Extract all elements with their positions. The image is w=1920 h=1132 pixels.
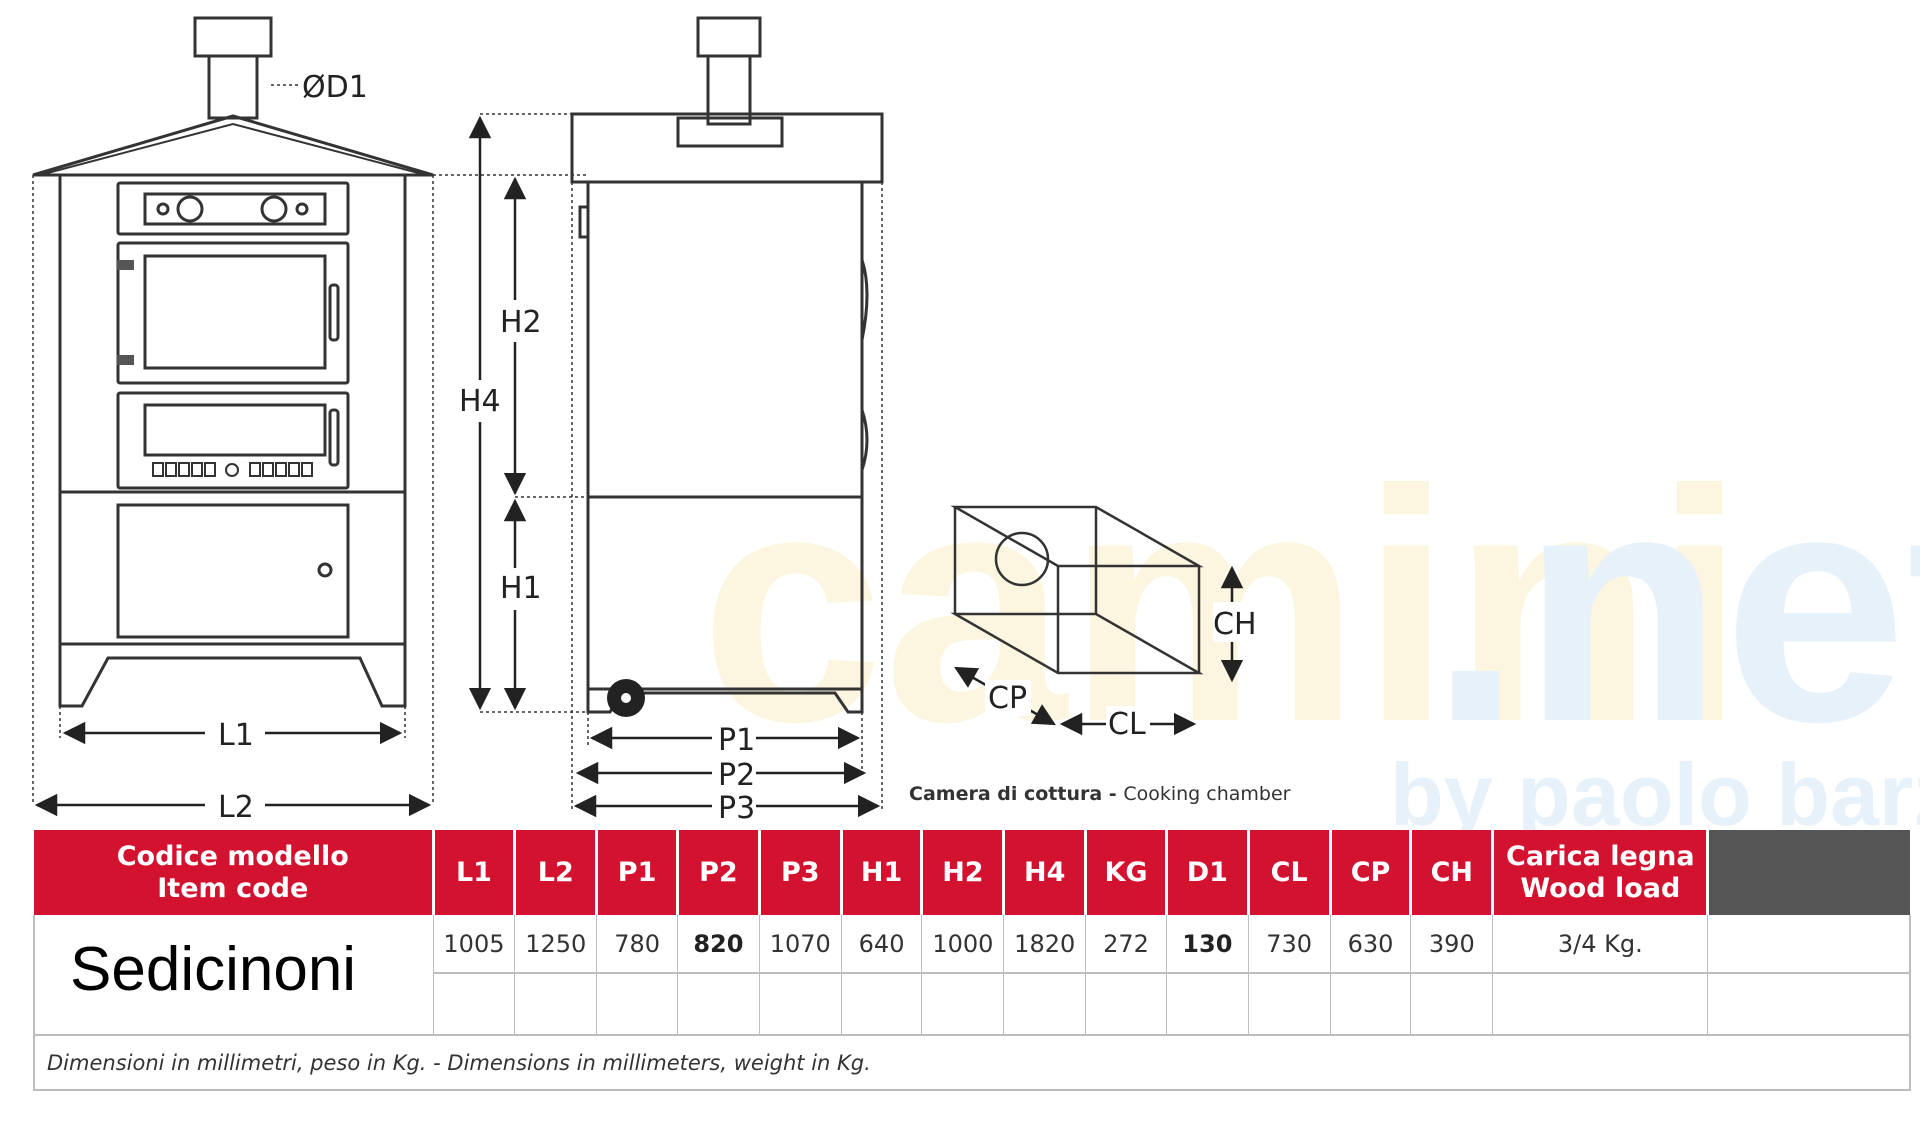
header-item-code: Codice modello Item code [34, 830, 435, 915]
header-p3: P3 [759, 830, 843, 915]
side-chimney-top [696, 16, 762, 58]
header-item-code-en: Item code [157, 872, 309, 904]
value-h4: 1820 [1003, 915, 1087, 974]
upper-door [116, 241, 350, 385]
chamber-caption-sep: - [1102, 783, 1123, 805]
value-wood-load: 3/4 Kg. [1492, 915, 1709, 974]
header-h1: H1 [841, 830, 924, 915]
header-item-code-it: Codice modello [116, 840, 349, 872]
label-p1: P1 [718, 723, 755, 758]
label-l1: L1 [218, 718, 254, 753]
side-feet [586, 689, 864, 714]
control-panel [116, 181, 350, 236]
label-d1: ØD1 [302, 70, 368, 105]
value-d1: 130 [1166, 915, 1249, 974]
front-base [58, 490, 407, 646]
label-p3: P3 [718, 791, 755, 826]
label-h2: H2 [500, 305, 542, 340]
side-dimensions [433, 113, 883, 810]
header-l1: L1 [433, 830, 517, 915]
table-row: Sedicinoni 1005 1250 780 820 1070 640 10… [32, 915, 1912, 1035]
value-l1: 1005 [433, 915, 516, 974]
label-ch: CH [1213, 607, 1257, 642]
header-kg: KG [1085, 830, 1168, 915]
table-footer-row: Dimensioni in millimetri, peso in Kg. - … [33, 1034, 1911, 1091]
header-p1: P1 [596, 830, 679, 915]
header-wood-load-it: Carica legna [1506, 840, 1695, 872]
lower-door [116, 391, 350, 490]
front-view [32, 16, 434, 708]
header-d1: D1 [1166, 830, 1250, 915]
table-footer-note: Dimensioni in millimetri, peso in Kg. - … [33, 1034, 1911, 1091]
side-view [570, 16, 884, 714]
value-h1: 640 [841, 915, 923, 974]
value-l2: 1250 [514, 915, 598, 974]
label-cl: CL [1108, 707, 1146, 742]
chimney-pipe [207, 54, 259, 120]
chimney-top [193, 16, 273, 58]
value-h2: 1000 [921, 915, 1005, 974]
base-door [116, 503, 350, 639]
label-h4: H4 [459, 384, 501, 419]
table-row-empty [34, 973, 1912, 1036]
model-name: Sedicinoni [32, 915, 434, 1035]
chamber-caption-en: Cooking chamber [1123, 783, 1290, 805]
front-dimensions [32, 84, 434, 805]
header-wood-load: Carica legna Wood load [1492, 830, 1710, 915]
label-cp: CP [988, 681, 1027, 716]
value-kg: 272 [1085, 915, 1167, 974]
spec-table: Codice modello Item code L1 L2 P1 P2 P3 … [32, 830, 1912, 1091]
oven-technical-drawing: camini .net by paolo barzotti [32, 16, 1920, 844]
value-cl: 730 [1248, 915, 1331, 974]
chamber-caption: Camera di cottura - Cooking chamber [909, 783, 1291, 805]
header-l2: L2 [514, 830, 599, 915]
label-h1: H1 [500, 571, 542, 606]
watermark-byline: by paolo barzotti [1390, 745, 1920, 830]
value-p2: 820 [677, 915, 760, 974]
label-l2: L2 [218, 790, 254, 825]
value-p3: 1070 [759, 915, 842, 974]
hinges [117, 260, 134, 365]
watermark: camini .net by paolo barzotti [700, 421, 1920, 844]
cooking-chamber-diagram [950, 505, 1204, 675]
header-cl: CL [1248, 830, 1332, 915]
front-vents [152, 462, 313, 477]
header-cp: CP [1330, 830, 1413, 915]
watermark-tld: .net [1430, 421, 1920, 790]
table-header-row: Codice modello Item code L1 L2 P1 P2 P3 … [34, 830, 1910, 915]
label-p2: P2 [718, 758, 755, 793]
header-blank [1707, 830, 1910, 915]
value-p1: 780 [596, 915, 678, 974]
value-blank [1707, 915, 1912, 974]
header-p2: P2 [677, 830, 761, 915]
chamber-caption-it: Camera di cottura [909, 783, 1102, 805]
header-wood-load-en: Wood load [1520, 872, 1681, 904]
chamber-flue-hole [994, 531, 1050, 587]
header-h2: H2 [921, 830, 1006, 915]
side-base [586, 495, 864, 691]
value-cp: 630 [1330, 915, 1412, 974]
value-ch: 390 [1410, 915, 1494, 974]
front-feet [58, 644, 407, 708]
header-h4: H4 [1003, 830, 1088, 915]
header-ch: CH [1410, 830, 1495, 915]
